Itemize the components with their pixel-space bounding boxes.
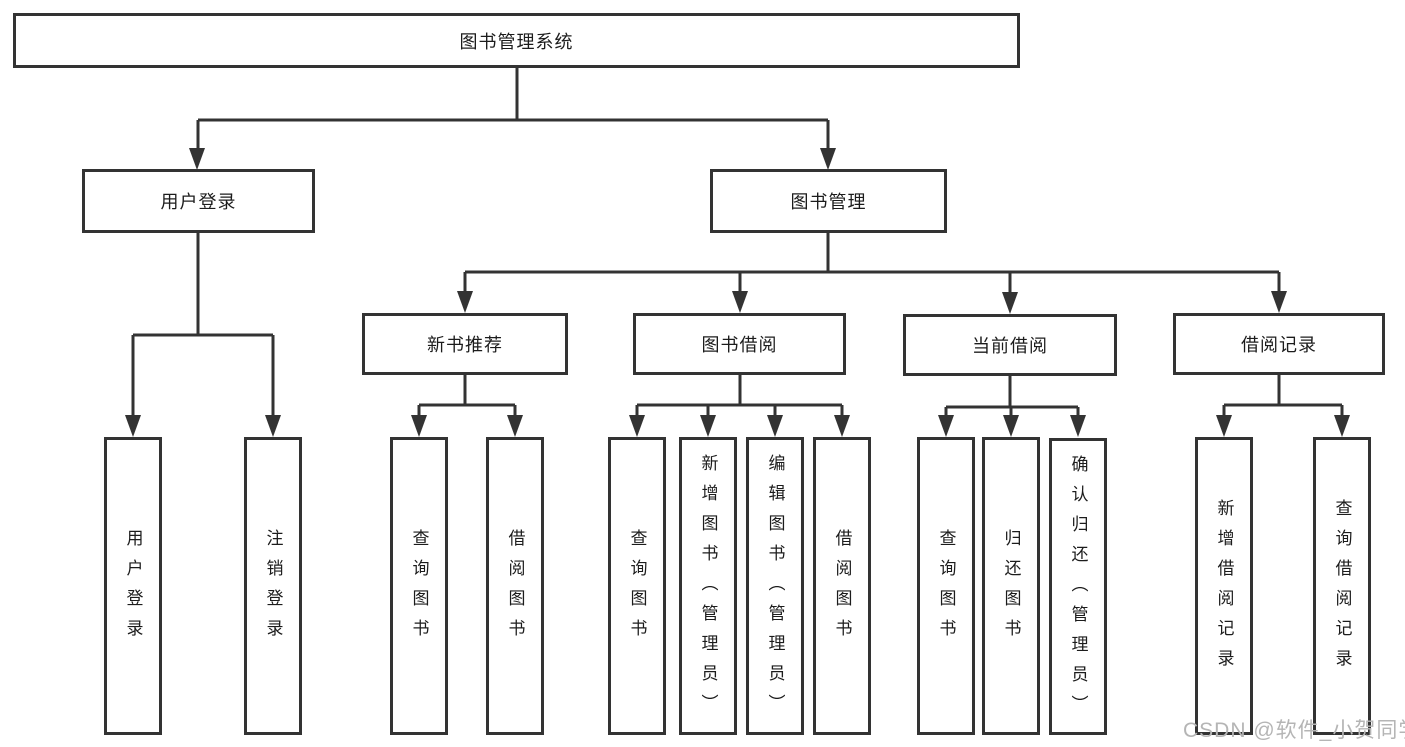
node-book-management: 图书管理 [710,169,947,233]
node-label: 注销登录 [263,529,283,649]
leaf-query-books-recommend: 查询图书 [390,437,448,735]
leaf-user-login: 用户登录 [104,437,162,735]
node-label: 确认归还（管理员） [1068,454,1088,725]
node-label: 图书借阅 [701,335,778,355]
node-label: 用户登录 [160,192,237,212]
leaf-edit-books-admin: 编辑图书（管理员） [746,437,804,735]
csdn-watermark: CSDN @软件_小贺同学 [1183,719,1405,742]
node-label: 借阅记录 [1241,335,1317,355]
node-new-book-recommendation: 新书推荐 [362,313,568,375]
node-label: 查询图书 [627,529,647,649]
node-label: 当前借阅 [972,336,1048,356]
node-label: 新书推荐 [427,335,503,355]
leaf-query-books-current: 查询图书 [917,437,975,735]
leaf-borrow-books-recommend: 借阅图书 [486,437,544,735]
node-user-login: 用户登录 [82,169,315,233]
leaf-query-borrow-record: 查询借阅记录 [1313,437,1371,735]
leaf-borrow-books: 借阅图书 [813,437,871,735]
node-label: 新增借阅记录 [1214,499,1234,679]
leaf-add-books-admin: 新增图书（管理员） [679,437,737,735]
leaf-return-books: 归还图书 [982,437,1040,735]
node-label: 借阅图书 [832,529,852,649]
node-book-borrowing: 图书借阅 [633,313,846,375]
node-label: 用户登录 [123,529,143,649]
node-label: 图书管理 [790,192,867,212]
leaf-confirm-return-admin: 确认归还（管理员） [1049,438,1107,735]
leaf-logout: 注销登录 [244,437,302,735]
node-label: 查询图书 [409,529,429,649]
leaf-query-books: 查询图书 [608,437,666,735]
node-current-borrowing: 当前借阅 [903,314,1117,376]
node-label: 查询借阅记录 [1332,499,1352,679]
node-label: 借阅图书 [505,529,525,649]
node-label: 查询图书 [936,529,956,649]
node-label: 图书管理系统 [459,31,574,52]
node-label: 新增图书（管理员） [698,454,718,724]
node-library-management-system: 图书管理系统 [13,13,1020,68]
node-label: 归还图书 [1001,529,1021,649]
leaf-add-borrow-record: 新增借阅记录 [1195,437,1253,735]
node-borrowing-records: 借阅记录 [1173,313,1385,375]
node-label: 编辑图书（管理员） [765,454,785,724]
